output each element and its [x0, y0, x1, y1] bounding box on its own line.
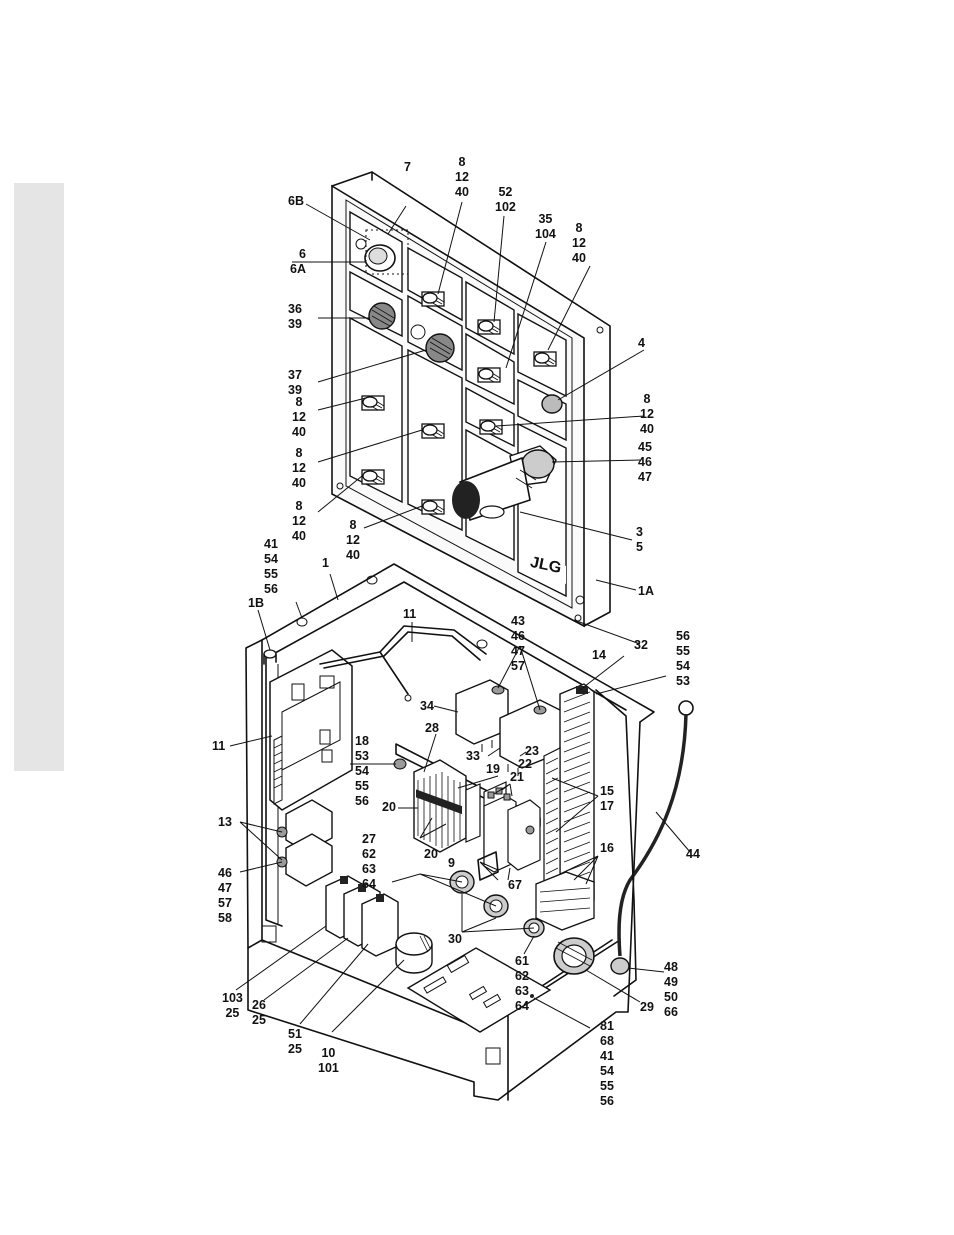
callout-10-101: 10 101 [318, 1046, 339, 1075]
callout-11-left: 11 [212, 739, 226, 753]
callout-30: 30 [448, 932, 462, 946]
switch-bracket [477, 851, 499, 881]
callout-46-47-57-58: 46 47 57 58 [218, 866, 232, 925]
terminal-blocks [413, 759, 541, 873]
round-connector-37 [410, 324, 455, 363]
callout-13: 13 [218, 815, 232, 829]
callout-8-12-40-left2: 8 12 40 [292, 446, 306, 490]
cable-harness [319, 625, 487, 702]
callout-15-17: 15 17 [600, 784, 614, 813]
callout-26-25: 26 25 [252, 998, 266, 1027]
callout-56-55-54-53: 56 55 54 53 [676, 629, 690, 688]
callout-22: 22 [518, 757, 532, 771]
callout-61-62-63-64: 61 62 63 64 [515, 954, 529, 1013]
callout-8-12-40-mid-right: 8 12 40 [640, 392, 654, 436]
harness-wire-right [595, 689, 637, 997]
horn-button [541, 394, 563, 414]
callout-11-top: 11 [403, 607, 417, 621]
callout-14: 14 [592, 648, 606, 662]
callout-28: 28 [425, 721, 439, 735]
callout-48-49-50-66: 48 49 50 66 [664, 960, 678, 1019]
leader-lines [229, 201, 691, 1033]
callout-29: 29 [640, 1000, 654, 1014]
emergency-stop-button [355, 229, 409, 275]
callout-41-54-55-56-top: 41 54 55 56 [264, 537, 278, 596]
callout-1b: 1B [248, 596, 264, 610]
callout-8-12-40-left3: 8 12 40 [292, 499, 306, 543]
callout-1a: 1A [638, 584, 654, 598]
callout-34: 34 [420, 699, 434, 713]
callout-44: 44 [686, 847, 700, 861]
callout-52-102: 52 102 [495, 185, 516, 214]
callout-18-53-54-55-56: 18 53 54 55 56 [355, 734, 369, 808]
callout-37-39: 37 39 [288, 368, 302, 397]
callout-43-46-47-57: 43 46 47 57 [511, 614, 525, 673]
callout-6-6a: 6 6A [290, 247, 306, 276]
callout-35-104: 35 104 [535, 212, 556, 241]
callout-8-12-40-left4: 8 12 40 [346, 518, 360, 562]
callout-1: 1 [322, 556, 329, 570]
callout-8-12-40-left1: 8 12 40 [292, 395, 306, 439]
callout-6b: 6B [288, 194, 304, 208]
callout-21: 21 [510, 770, 524, 784]
relay-13 [276, 799, 333, 887]
terminal-strip [535, 683, 595, 931]
callout-67: 67 [508, 878, 522, 892]
circuit-board [269, 649, 353, 811]
callout-33: 33 [466, 749, 480, 763]
lower-circuit-board [406, 947, 552, 1033]
toggle-switches [361, 291, 557, 515]
callout-3-5: 3 5 [636, 525, 643, 554]
callout-16: 16 [600, 841, 614, 855]
callout-32: 32 [634, 638, 648, 652]
large-cable-gland [553, 937, 595, 975]
callout-7: 7 [404, 160, 411, 174]
callout-4: 4 [638, 336, 645, 350]
joystick-controller [452, 445, 557, 522]
callout-8-12-40-top: 8 12 40 [455, 155, 469, 199]
relays-lower [325, 875, 399, 957]
page-side-tab [14, 183, 64, 771]
callout-27-62-63-64: 27 62 63 64 [362, 832, 376, 891]
callout-51-25: 51 25 [288, 1027, 302, 1056]
callout-45-46-47: 45 46 47 [638, 440, 652, 484]
ground-strap [610, 700, 694, 975]
callout-36-39: 36 39 [288, 302, 302, 331]
callout-20-left: 20 [382, 800, 396, 814]
callout-20-lower: 20 [424, 847, 438, 861]
callout-19: 19 [486, 762, 500, 776]
cable-glands [449, 870, 545, 938]
callout-8-12-40-right: 8 12 40 [572, 221, 586, 265]
callout-23: 23 [525, 744, 539, 758]
callout-81-68-41-54-55-56: 81 68 41 54 55 56 [600, 1019, 614, 1108]
alarm-buzzer [395, 932, 433, 974]
round-connector-36 [368, 302, 396, 330]
callout-103-25: 103 25 [222, 991, 243, 1020]
callout-9: 9 [448, 856, 455, 870]
